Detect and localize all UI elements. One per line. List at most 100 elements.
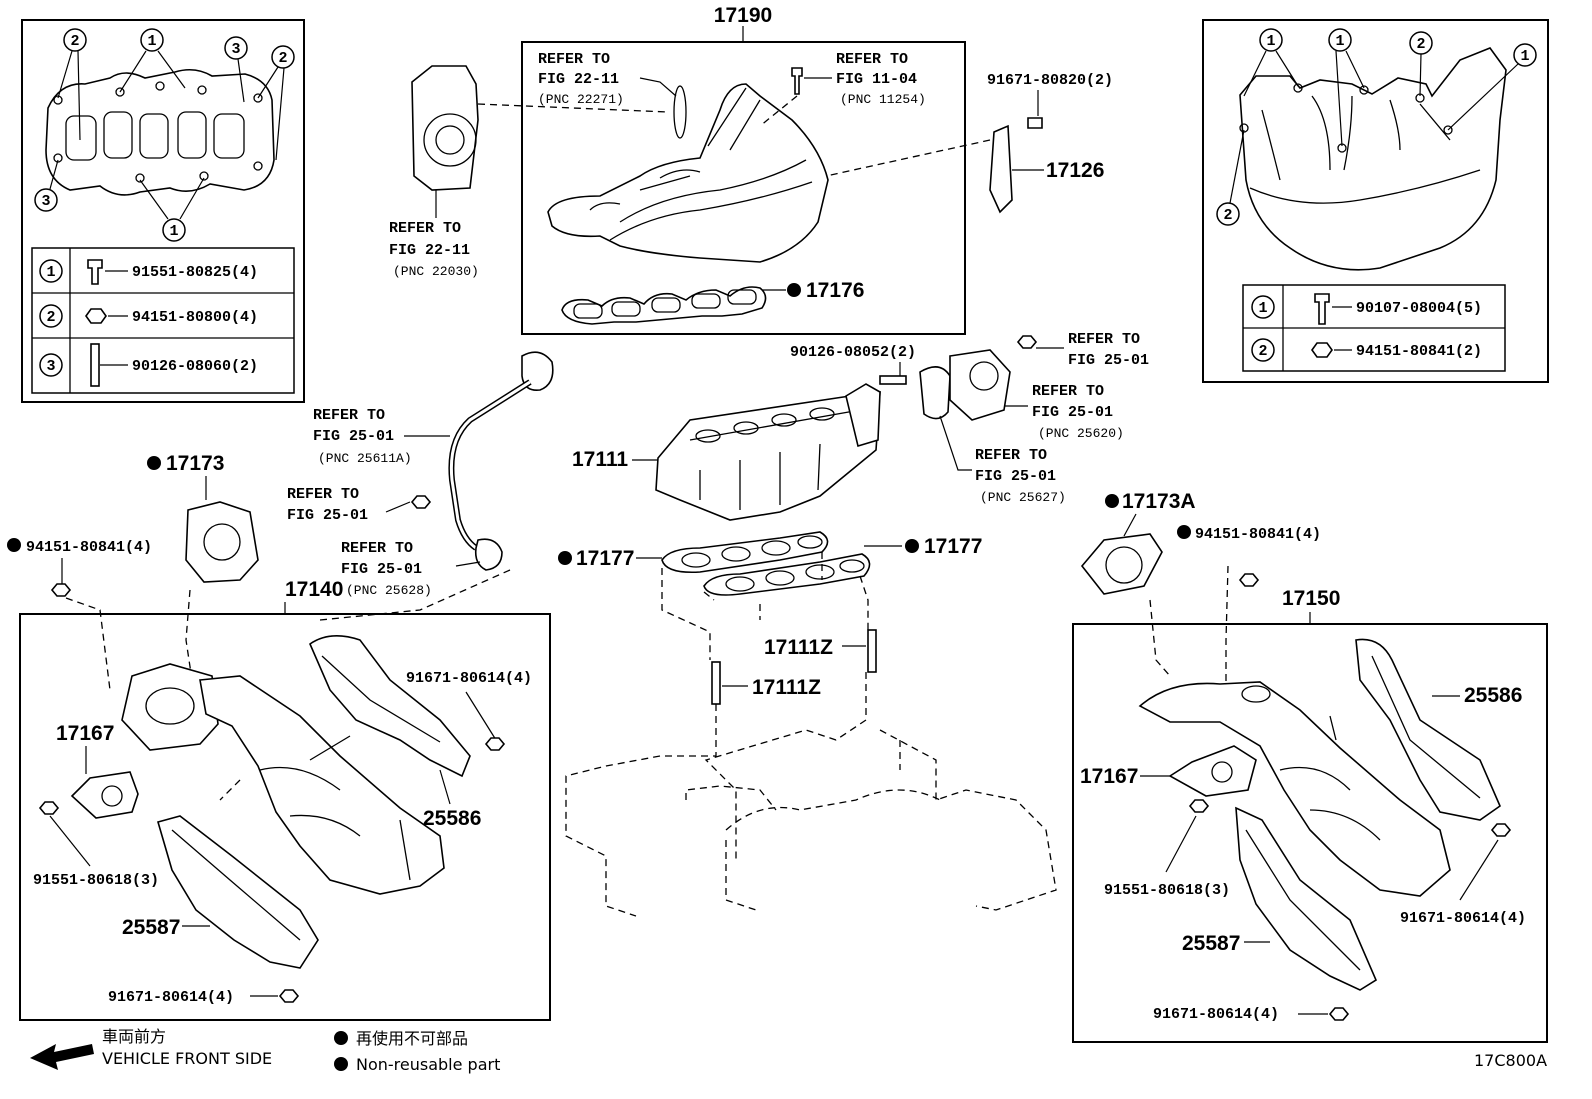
legend-direction-jp: 車両前方 (102, 1027, 166, 1046)
left-inset-callout-1a: 1 (119, 28, 186, 93)
bolt-11254-drawing (791, 67, 803, 95)
flange-drawing (121, 663, 219, 751)
egr-pipe-group: REFER TO FIG 25-01 (PNC 25611A) REFER TO… (287, 351, 554, 598)
label-25586-right: 25586 (1464, 684, 1522, 707)
water-outlet-parts: REFER TO FIG 25-01 REFER TO FIG 25-01 (P… (919, 331, 1149, 505)
right-inset-callout-2b: 2 (1216, 129, 1245, 226)
legend-nonreusable-en: Non-reusable part (356, 1055, 500, 1074)
label-91671-80614-bl: 91671-80614(4) (108, 989, 234, 1006)
arrow-left-icon (30, 1044, 94, 1070)
refer-22030: REFER TO FIG 22-11 (PNC 22030) (389, 190, 479, 279)
svg-text:REFER TO: REFER TO (975, 447, 1047, 464)
bracket-17126-drawing (989, 124, 1013, 214)
svg-text:90126-08060(2): 90126-08060(2) (132, 358, 258, 375)
label-17167-right: 17167 (1080, 765, 1138, 788)
throttle-body-drawing (411, 65, 479, 191)
gasket-17176-drawing (561, 286, 767, 325)
svg-text:REFER TO: REFER TO (341, 540, 413, 557)
svg-text:91671-80820(2): 91671-80820(2) (987, 72, 1113, 89)
svg-text:FIG 25-01: FIG 25-01 (1068, 352, 1149, 369)
svg-text:(PNC 25628): (PNC 25628) (346, 583, 432, 598)
svg-text:2: 2 (1258, 343, 1267, 360)
right-inset-fastener-table: 1 90107-08004(5) 2 94151-80841(2) (1242, 284, 1506, 372)
svg-text:FIG 25-01: FIG 25-01 (313, 428, 394, 445)
label-17111: 17111 (572, 448, 628, 471)
svg-text:REFER TO: REFER TO (1068, 331, 1140, 348)
svg-text:1: 1 (1335, 33, 1344, 50)
svg-text:FIG 25-01: FIG 25-01 (341, 561, 422, 578)
water-outlet-25620-drawing (949, 349, 1011, 421)
bolt-icon (87, 259, 103, 285)
svg-text:3: 3 (231, 41, 240, 58)
group-17150-frame (1072, 623, 1548, 1043)
bolt-icon (1314, 293, 1330, 325)
left-inset-frame (21, 19, 305, 403)
label-25586-left: 25586 (423, 807, 481, 830)
bolt-drawing (410, 495, 432, 509)
label-17173a: 17173A (1122, 490, 1196, 513)
catalyst-body-left (199, 675, 445, 895)
right-inset: 1 1 2 1 2 1 (1202, 19, 1549, 383)
svg-text:REFER TO: REFER TO (389, 220, 461, 237)
bracket-17126: 91671-80820(2) 17126 (825, 72, 1113, 214)
svg-text:REFER TO: REFER TO (287, 486, 359, 503)
svg-text:2: 2 (278, 50, 287, 67)
svg-text:1: 1 (1266, 33, 1275, 50)
label-17177-right: 17177 (924, 535, 982, 558)
svg-text:1: 1 (1258, 300, 1267, 317)
legend: 車両前方 VEHICLE FRONT SIDE 再使用不可部品 Non-reus… (30, 1027, 500, 1074)
nonreusable-dot-icon (334, 1057, 348, 1071)
label-17176: 17176 (806, 279, 864, 302)
heat-insulator-25586-right (1355, 638, 1501, 821)
exhaust-manifold-17111: 90126-08052(2) 17111 (572, 344, 916, 521)
heat-insulator-25587-left (157, 815, 319, 969)
label-90126-08052: 90126-08052(2) (790, 344, 916, 361)
label-91671-80614-right: 91671-80614(4) (1400, 910, 1526, 927)
bolt-91671-80820-drawing (1027, 117, 1043, 129)
gasket-17173a-drawing (1080, 533, 1163, 595)
intake-manifold-drawing (547, 83, 829, 263)
svg-text:17111Z: 17111Z (764, 636, 833, 659)
refer-22271: REFER TO FIG 22-11 (PNC 22271) (538, 51, 677, 107)
svg-text:(PNC 22030): (PNC 22030) (393, 264, 479, 279)
legend-nonreusable-jp: 再使用不可部品 (356, 1029, 468, 1048)
svg-text:94151-80800(4): 94151-80800(4) (132, 309, 258, 326)
svg-text:FIG 25-01: FIG 25-01 (287, 507, 368, 524)
label-17177-left: 17177 (576, 547, 634, 570)
stud-icon (90, 343, 100, 387)
left-inset-callout-3a: 3 (224, 36, 248, 103)
nonreusable-dot-icon (334, 1031, 348, 1045)
right-inset-frame (1202, 19, 1549, 383)
stud-90126-08052-drawing (879, 375, 907, 385)
svg-text:REFER TO: REFER TO (313, 407, 385, 424)
svg-text:(PNC 22271): (PNC 22271) (538, 92, 624, 107)
sensor-17167-left-drawing (70, 771, 139, 819)
nut-drawing (1016, 335, 1038, 349)
svg-text:FIG 22-11: FIG 22-11 (538, 71, 619, 88)
right-table-row-1: 1 90107-08004(5) (1251, 293, 1482, 325)
left-inset-fastener-table: 1 91551-80825(4) 2 94151-80800(4) 3 9012… (31, 247, 295, 394)
intake-manifold-frame (521, 41, 966, 335)
label-91551-80618-left: 91551-80618(3) (33, 872, 159, 889)
left-inset-callout-2a: 2 (57, 28, 87, 141)
nut-icon (1311, 342, 1333, 358)
svg-text:FIG 22-11: FIG 22-11 (389, 242, 470, 259)
left-inset-callout-1b: 1 (139, 177, 205, 242)
label-17140: 17140 (285, 578, 343, 601)
left-inset-callout-2b: 2 (257, 45, 295, 161)
gasket-25628-drawing (474, 538, 503, 571)
label-25587-right: 25587 (1182, 932, 1240, 955)
svg-text:2: 2 (70, 33, 79, 50)
right-table-row-2: 2 94151-80841(2) (1251, 338, 1482, 362)
right-inset-callout-1b: 1 (1328, 28, 1365, 147)
gasket-25627-drawing (919, 366, 951, 420)
legend-direction-en: VEHICLE FRONT SIDE (102, 1049, 272, 1068)
label-17173: 17173 (166, 452, 224, 475)
gasket-17173-drawing (185, 501, 259, 583)
label-91551-80618-right: 91551-80618(3) (1104, 882, 1230, 899)
heat-insulator-25586-left (309, 635, 471, 778)
left-inset-callout-3b: 3 (34, 159, 59, 212)
studs-17111z: 17111Z 17111Z (661, 552, 877, 705)
label-17126: 17126 (1046, 159, 1104, 182)
